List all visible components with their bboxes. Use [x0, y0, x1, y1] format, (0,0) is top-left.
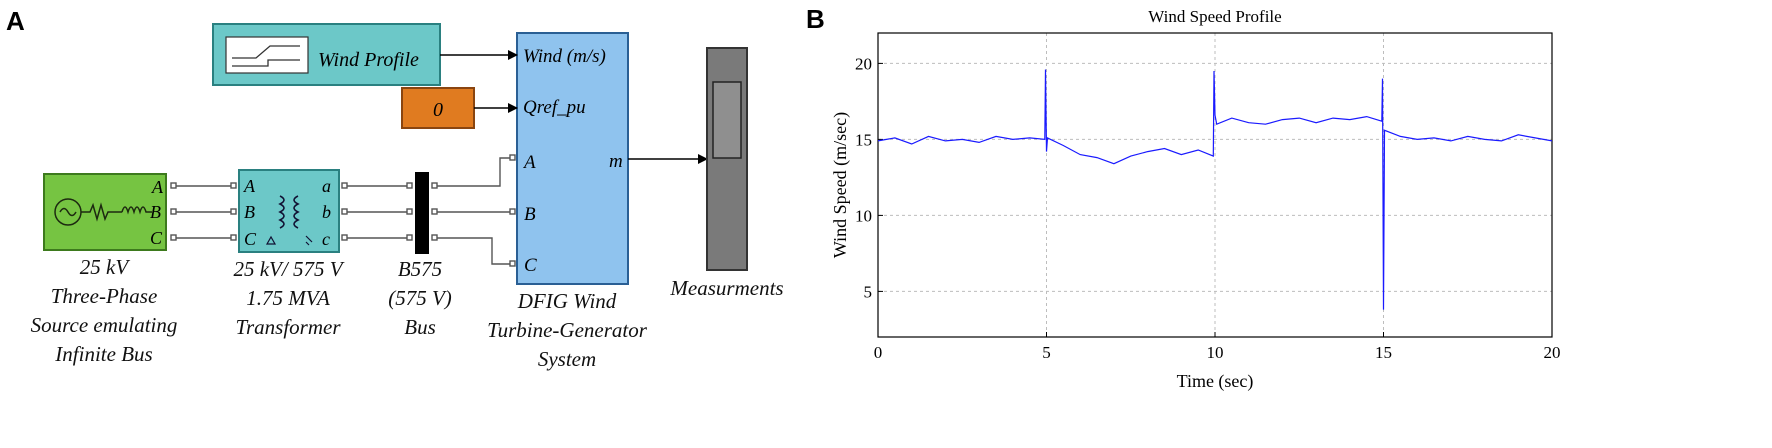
- wind-profile-icon: [225, 36, 309, 74]
- chart-title: Wind Speed Profile: [1148, 7, 1281, 26]
- transformer-caption-line-3: Transformer: [235, 315, 341, 339]
- source-port-b: B: [150, 202, 161, 222]
- chart-ticks: [877, 62, 1553, 337]
- source-caption-line-4: Infinite Bus: [54, 342, 152, 366]
- inductor-icon: [81, 202, 152, 222]
- x-tick-label: 0: [874, 343, 883, 362]
- x-axis-label: Time (sec): [1177, 371, 1254, 392]
- dfig-port-b: B: [524, 204, 536, 225]
- y-tick-label: 15: [855, 130, 872, 149]
- bus-caption-line-3: Bus: [404, 315, 436, 339]
- constant-block[interactable]: [401, 87, 475, 129]
- dfig-caption-line-3: System: [538, 347, 596, 371]
- panel-a: A Wind Profile 0 Wind (m/s) Qref_pu A B …: [6, 6, 784, 371]
- three-phase-wiring: [170, 154, 516, 267]
- x-tick-label: 20: [1544, 343, 1561, 362]
- dfig-port-m: m: [609, 151, 623, 172]
- dfig-caption-line-2: Turbine-Generator: [487, 318, 648, 342]
- source-caption-line-3: Source emulating: [31, 313, 178, 337]
- wind-profile-label: Wind Profile: [318, 49, 419, 71]
- transformer-port-b-lower: b: [322, 202, 331, 222]
- transformer-coil-icon: [265, 195, 313, 246]
- transformer-port-a-lower: a: [322, 176, 331, 196]
- chart-grid: [878, 33, 1552, 337]
- bus-caption-line-1: B575: [398, 257, 442, 281]
- y-tick-label: 5: [864, 282, 873, 301]
- y-tick-labels: 5 10 15 20: [855, 54, 872, 301]
- dfig-port-wind: Wind (m/s): [523, 46, 606, 67]
- x-tick-label: 10: [1207, 343, 1224, 362]
- source-port-a: A: [151, 177, 164, 197]
- constant-value: 0: [433, 99, 443, 121]
- transformer-port-b: B: [244, 202, 255, 222]
- transformer-block[interactable]: [238, 169, 340, 253]
- dfig-caption-line-1: DFIG Wind: [517, 289, 617, 313]
- scope-screen-icon: [712, 81, 742, 159]
- panel-b: B Wind Speed Profile 0 5 10 15 20 5 10 15 20 Ti…: [806, 4, 1561, 392]
- dfig-port-qref: Qref_pu: [523, 97, 586, 118]
- y-tick-label: 10: [855, 206, 872, 225]
- component-captions: 25 kV Three-Phase Source emulating Infin…: [31, 255, 784, 371]
- dfig-block[interactable]: [516, 32, 629, 285]
- dfig-port-c: C: [524, 255, 537, 276]
- y-axis-label: Wind Speed (m/sec): [830, 112, 851, 258]
- x-tick-label: 15: [1375, 343, 1392, 362]
- transformer-caption-line-2: 1.75 MVA: [246, 286, 330, 310]
- x-tick-labels: 0 5 10 15 20: [874, 343, 1561, 362]
- source-caption-line-1: 25 kV: [80, 255, 131, 279]
- source-port-c: C: [150, 228, 163, 248]
- y-tick-label: 20: [855, 54, 872, 73]
- transformer-port-a: A: [243, 176, 256, 196]
- bus-caption-line-2: (575 V): [388, 286, 452, 310]
- measurements-caption: Measurments: [669, 276, 783, 300]
- wind-speed-series-line: [877, 69, 1553, 310]
- bus-bar[interactable]: [415, 172, 429, 254]
- source-caption-line-2: Three-Phase: [51, 284, 158, 308]
- x-tick-label: 5: [1042, 343, 1051, 362]
- transformer-port-c: C: [244, 229, 257, 249]
- transformer-caption-line-1: 25 kV/ 575 V: [233, 257, 344, 281]
- panel-a-letter: A: [6, 6, 25, 36]
- dfig-port-a: A: [522, 152, 536, 173]
- transformer-port-c-lower: c: [322, 229, 330, 249]
- panel-b-letter: B: [806, 4, 825, 34]
